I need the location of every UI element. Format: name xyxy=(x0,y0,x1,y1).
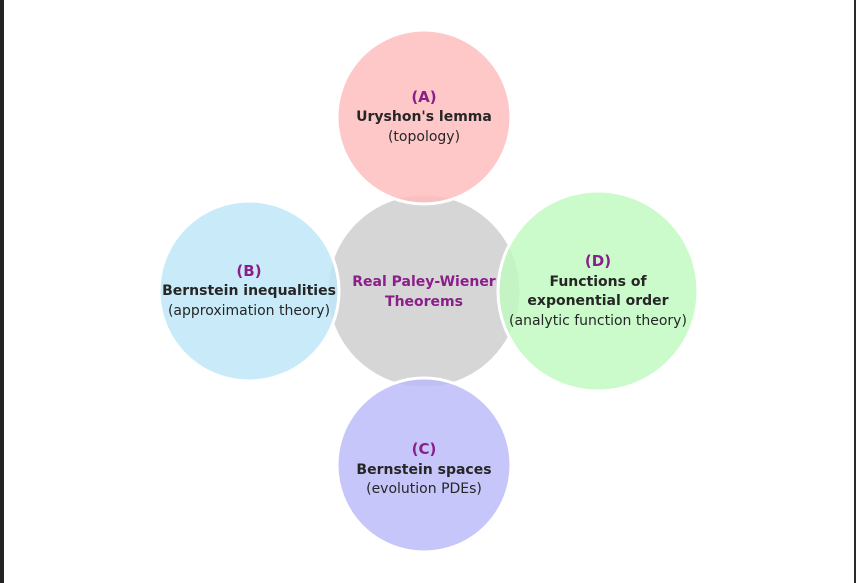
center-circle xyxy=(325,192,523,390)
node-a-letter: (A) xyxy=(411,88,436,106)
node-b-letter: (B) xyxy=(236,262,261,280)
node-d-subtitle: (analytic function theory) xyxy=(509,313,687,329)
center-title-line2: Theorems xyxy=(385,294,463,310)
center-title-line1: Real Paley-Wiener xyxy=(352,274,496,290)
right-border xyxy=(854,0,856,583)
node-c-letter: (C) xyxy=(412,440,437,458)
node-c-circle xyxy=(335,376,513,554)
node-d-title-line2: exponential order xyxy=(527,293,668,309)
node-c-title: Bernstein spaces xyxy=(356,462,491,478)
node-a-title: Uryshon's lemma xyxy=(356,109,492,125)
node-d-letter: (D) xyxy=(585,252,611,270)
node-d-title-line1: Functions of xyxy=(549,274,647,290)
node-b-subtitle: (approximation theory) xyxy=(168,303,330,319)
node-a-circle xyxy=(335,28,513,206)
node-a-subtitle: (topology) xyxy=(388,129,460,145)
node-d-circle xyxy=(496,189,700,393)
node-b-circle xyxy=(157,199,341,383)
left-border xyxy=(0,0,4,583)
node-b-title: Bernstein inequalities xyxy=(162,283,336,299)
node-c-subtitle: (evolution PDEs) xyxy=(366,481,482,497)
